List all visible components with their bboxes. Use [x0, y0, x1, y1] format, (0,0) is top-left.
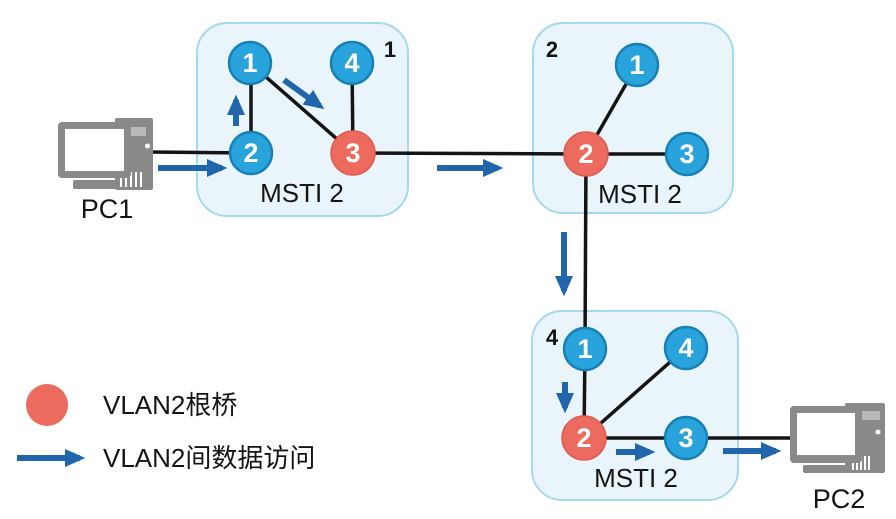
- region-4-root-bridge-2-circle: [561, 415, 607, 461]
- legend: VLAN2根桥 VLAN2间数据访问: [17, 384, 315, 473]
- region-4-number-label: 4: [546, 325, 559, 350]
- region-1-root-bridge-3-circle: [330, 130, 376, 176]
- region-2-switch-1: 1: [614, 42, 660, 88]
- region-1-switch-1-label: 1: [242, 48, 257, 78]
- region-1-switch-4-label: 4: [344, 48, 359, 78]
- region-4-switch-3-label: 3: [678, 423, 693, 453]
- pc2-power-button: [875, 429, 881, 435]
- pc1-label: PC1: [81, 194, 134, 224]
- region-1-switch-2: 2: [228, 130, 274, 176]
- legend-root-bridge-label: VLAN2根桥: [103, 390, 237, 420]
- link-r2-sw2-to-r4-sw1: [583, 153, 588, 350]
- pc2-monitor-base: [803, 465, 848, 473]
- region-1-switch-1-circle: [227, 40, 273, 86]
- region-1-switch-2-circle: [228, 130, 274, 176]
- region-1-number-label: 1: [384, 37, 396, 62]
- region-4-msti-label: MSTI 2: [594, 463, 678, 493]
- region-1-switch-2-label: 2: [243, 138, 258, 168]
- legend-flow-label: VLAN2间数据访问: [103, 443, 315, 473]
- region-2-switch-3: 3: [664, 131, 710, 177]
- region-4-switch-3: 3: [663, 415, 709, 461]
- flow-arrow-r1-sw1-to-sw3: [282, 77, 325, 110]
- pc1-power-button: [145, 143, 150, 149]
- region-2-switch-1-label: 1: [629, 50, 644, 80]
- pc1-icon: [58, 118, 153, 190]
- region-2-msti-label: MSTI 2: [598, 179, 682, 209]
- pc1-monitor-base: [73, 180, 119, 189]
- pc2-tower-slot: [860, 411, 880, 420]
- region-2-switch-1-circle: [614, 42, 660, 88]
- region-2-number-label: 2: [546, 37, 558, 62]
- region-4-switch-4-label: 4: [678, 333, 693, 363]
- pc1-screen: [65, 129, 124, 171]
- region-4-switch-1-circle: [562, 326, 608, 372]
- region-4-switch-4: 4: [663, 325, 709, 371]
- region-1-msti-label: MSTI 2: [260, 178, 344, 208]
- region-4-switch-1-label: 1: [577, 334, 592, 364]
- region-4-switch-4-circle: [663, 325, 709, 371]
- region-1-switch-4-circle: [329, 40, 375, 86]
- region-4-switch-1: 1: [562, 326, 608, 372]
- pc2-icon: [790, 403, 885, 473]
- region-2-root-bridge-2-label: 2: [578, 139, 593, 169]
- region-2-root-bridge-2: 2: [563, 131, 609, 177]
- region-1-switch-4: 4: [329, 40, 375, 86]
- region-1-root-bridge-3-label: 3: [345, 138, 360, 168]
- pc1-tower-slot: [120, 127, 146, 136]
- pc2-label: PC2: [813, 484, 866, 514]
- region-2-switch-3-label: 3: [679, 139, 694, 169]
- region-2-switch-3-circle: [664, 131, 710, 177]
- region-4-switch-3-circle: [663, 415, 709, 461]
- region-2-root-bridge-2-circle: [563, 131, 609, 177]
- legend-root-bridge-swatch: [26, 384, 68, 426]
- pc2-screen: [797, 413, 855, 455]
- region-1-root-bridge-3: 3: [330, 130, 376, 176]
- link-r1-sw3-to-r2-sw2: [352, 151, 587, 156]
- region-1-switch-1: 1: [227, 40, 273, 86]
- region-4-root-bridge-2: 2: [561, 415, 607, 461]
- region-4-root-bridge-2-label: 2: [576, 423, 591, 453]
- link-r1-sw1-sw3: [248, 61, 355, 155]
